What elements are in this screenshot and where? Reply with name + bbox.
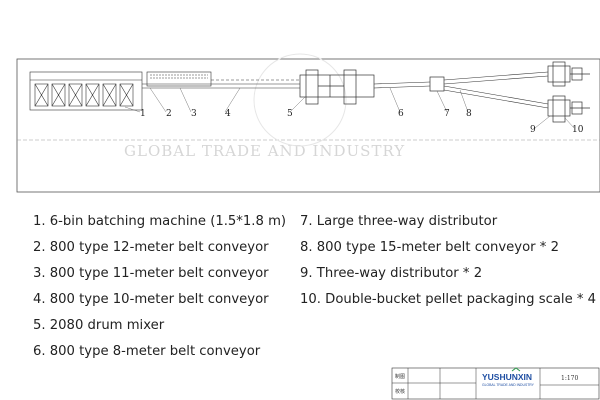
packaging-scales bbox=[547, 61, 590, 123]
callout-3: 3 bbox=[191, 109, 197, 119]
callout-8: 8 bbox=[466, 109, 472, 119]
legend-item: 5. 2080 drum mixer bbox=[33, 318, 165, 333]
watermark-text: GLOBAL TRADE AND INDUSTRY bbox=[124, 142, 405, 160]
callout-5: 5 bbox=[287, 109, 293, 119]
callout-1: 1 bbox=[140, 109, 146, 119]
belt-conveyor-2-4 bbox=[142, 71, 300, 89]
legend-left-column: 1. 6-bin batching machine (1.5*1.8 m) 2.… bbox=[33, 209, 286, 365]
callout-10: 10 bbox=[572, 125, 584, 135]
title-block-label: 校核 bbox=[395, 388, 405, 395]
legend-item: 8. 800 type 15-meter belt conveyor * 2 bbox=[300, 240, 559, 255]
callout-2: 2 bbox=[166, 109, 172, 119]
legend-item: 3. 800 type 11-meter belt conveyor bbox=[33, 266, 269, 281]
belt-conveyor-6 bbox=[373, 81, 431, 89]
brand-tagline: GLOBAL TRADE AND INDUSTRY bbox=[482, 383, 535, 387]
drum-mixer bbox=[299, 69, 375, 105]
belt-conveyor-8 bbox=[443, 71, 549, 109]
large-distributor bbox=[429, 76, 445, 92]
layout-drawing: GLOBAL TRADE AND INDUSTRY bbox=[16, 53, 600, 193]
batching-machine bbox=[29, 71, 143, 111]
callouts: 1 2 3 4 5 6 7 8 9 10 bbox=[124, 87, 584, 135]
legend-item: 4. 800 type 10-meter belt conveyor bbox=[33, 292, 269, 307]
scale-value: 1:170 bbox=[561, 375, 578, 382]
legend-item: 6. 800 type 8-meter belt conveyor bbox=[33, 344, 261, 359]
legend-item: 9. Three-way distributor * 2 bbox=[300, 266, 483, 281]
watermark-logo bbox=[253, 53, 347, 147]
callout-6: 6 bbox=[398, 109, 404, 119]
callout-9: 9 bbox=[530, 125, 536, 135]
legend-item: 2. 800 type 12-meter belt conveyor bbox=[33, 240, 269, 255]
legend-item: 7. Large three-way distributor bbox=[300, 214, 498, 229]
legend-item: 10. Double-bucket pellet packaging scale… bbox=[300, 292, 597, 307]
legend-item: 1. 6-bin batching machine (1.5*1.8 m) bbox=[33, 214, 287, 229]
brand-logo-icon bbox=[511, 367, 521, 372]
callout-4: 4 bbox=[225, 109, 231, 119]
legend-right-column: 7. Large three-way distributor 8. 800 ty… bbox=[300, 209, 596, 313]
callout-7: 7 bbox=[444, 109, 450, 119]
title-block-label: 制图 bbox=[395, 373, 405, 380]
brand-logo-text: YUSHUNXIN bbox=[482, 372, 532, 382]
drawing-frame bbox=[16, 58, 600, 193]
